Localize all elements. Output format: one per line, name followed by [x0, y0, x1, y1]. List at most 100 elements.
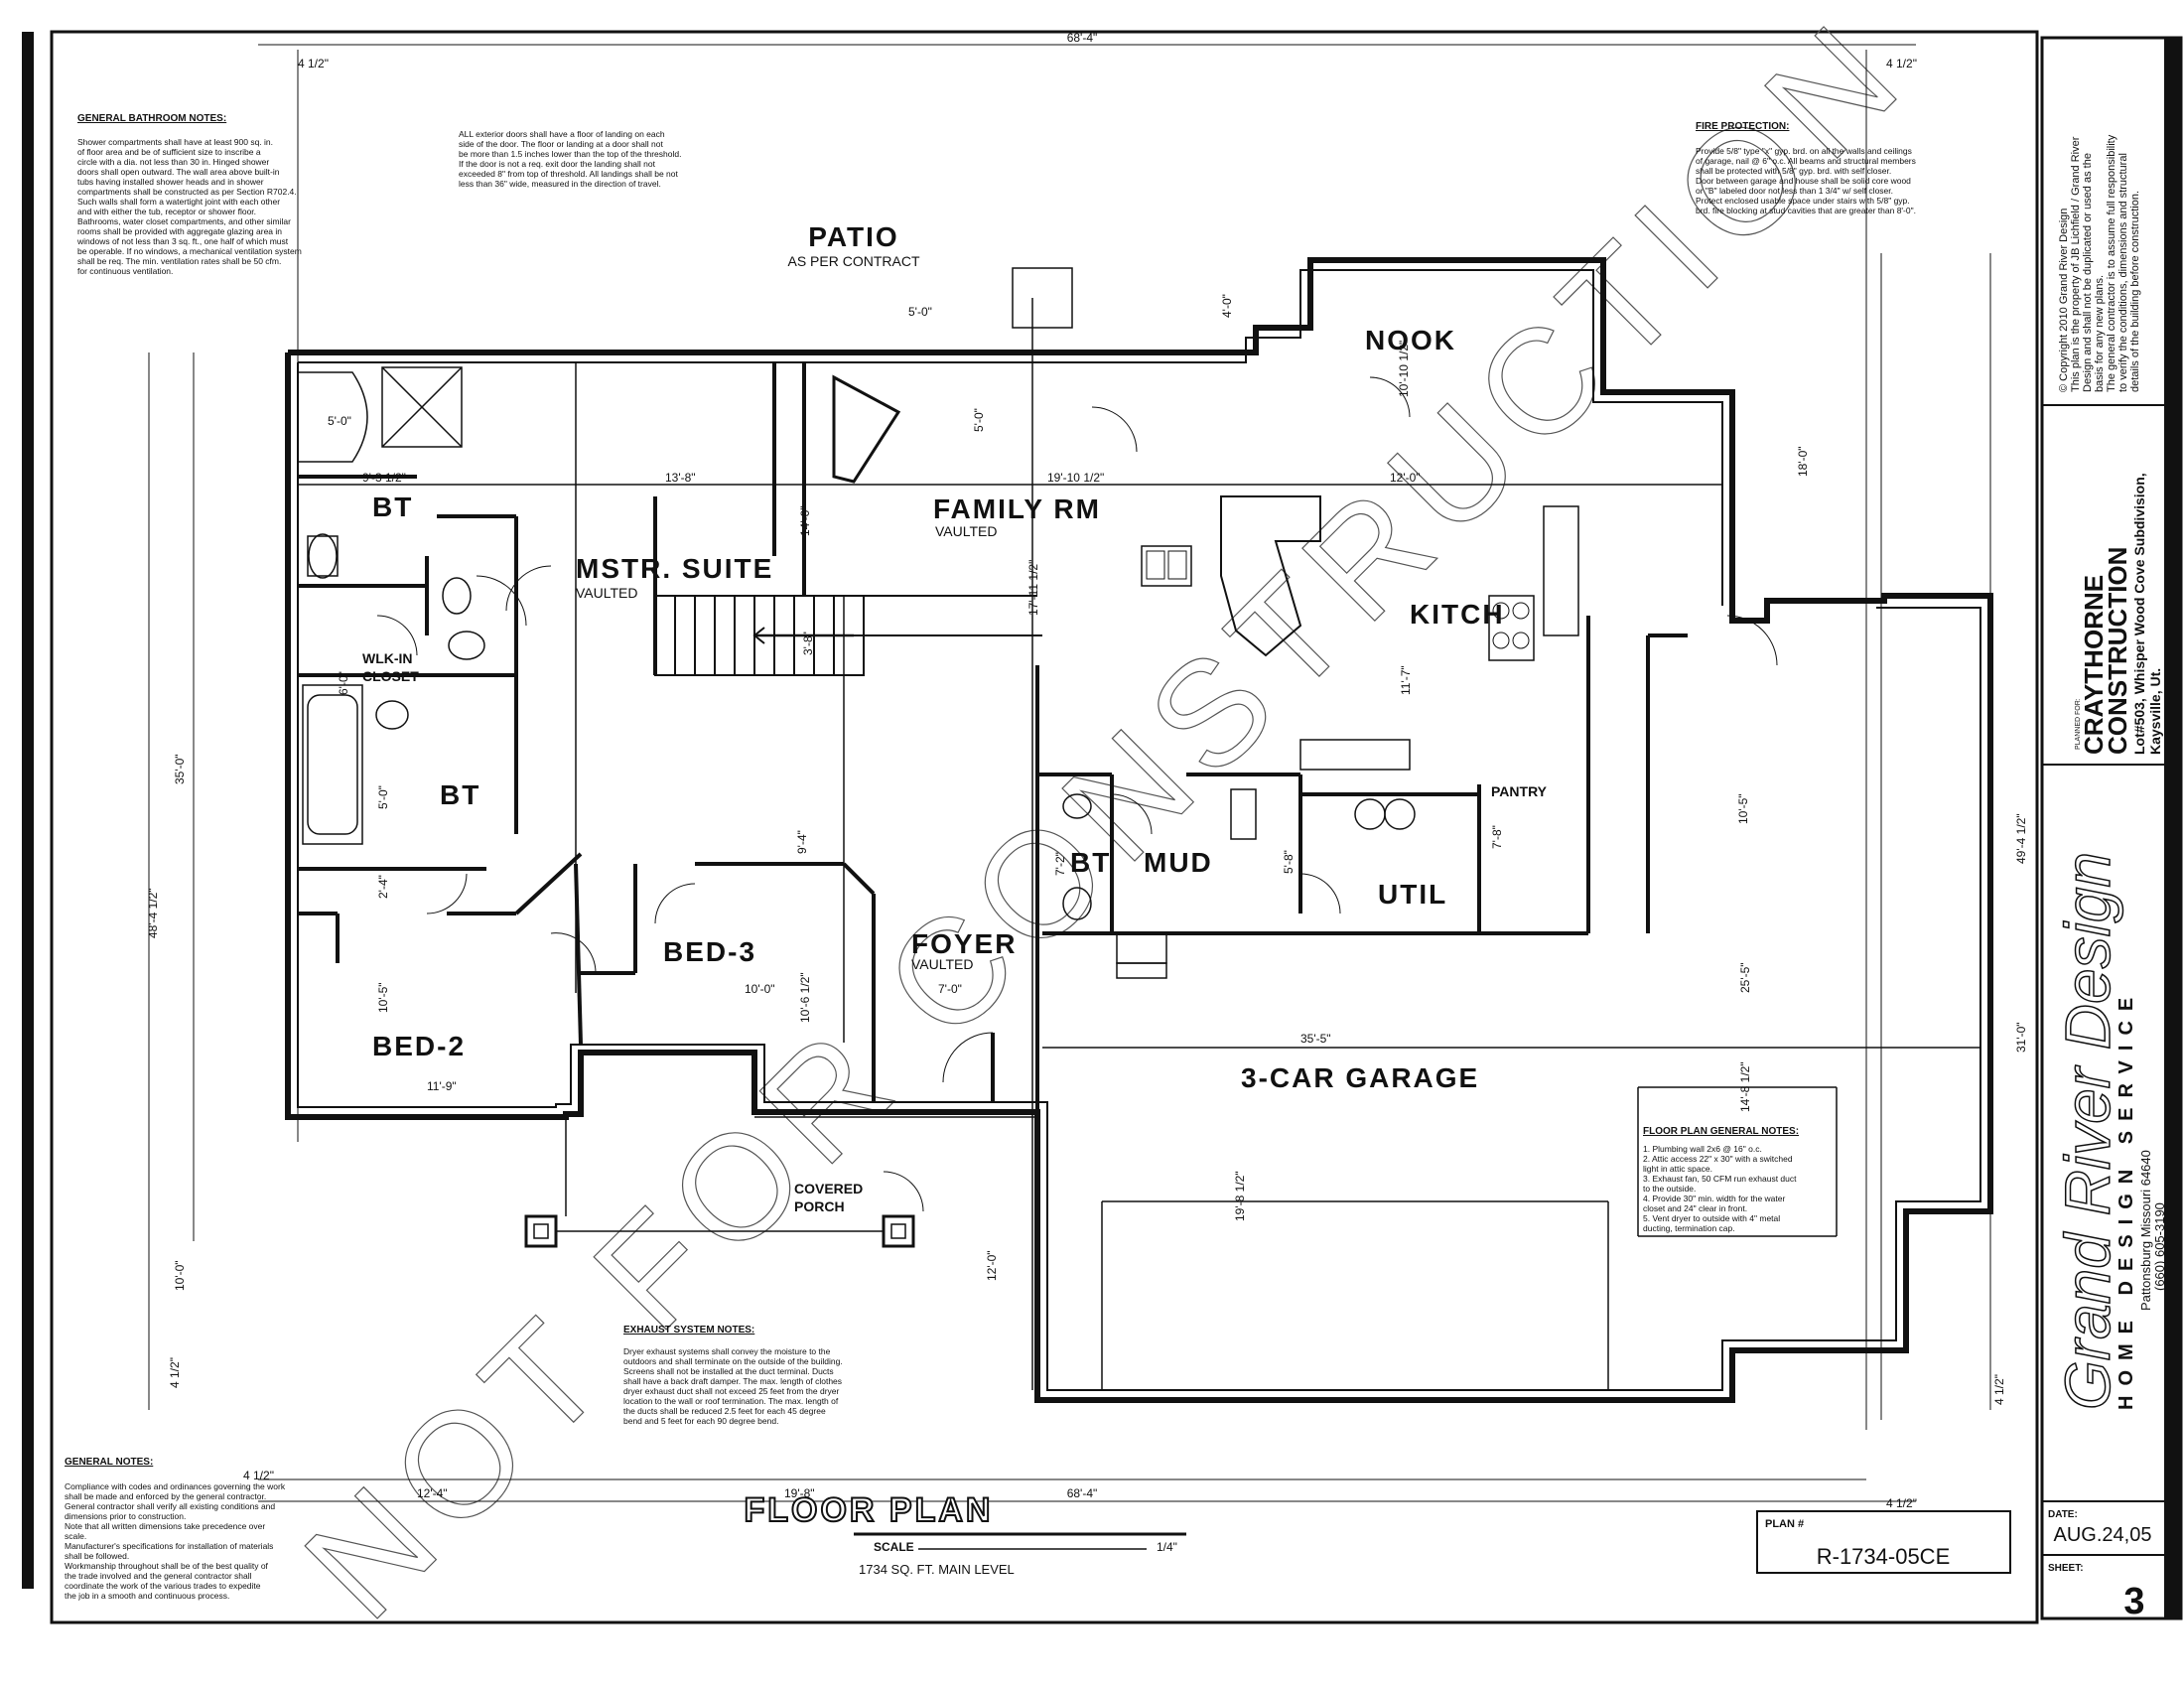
dim-140: 14'-0"	[798, 505, 812, 536]
stairs	[654, 595, 1042, 676]
note-line: Manufacturer's specifications for instal…	[65, 1541, 273, 1551]
brand-tagline: HOME DESIGN SERVICE	[2116, 988, 2137, 1410]
room-bt-master: BT	[372, 492, 413, 522]
dim-tl: 4 1/2"	[298, 57, 329, 70]
room-patio-sub: AS PER CONTRACT	[787, 253, 919, 269]
note-line: to verify the conditions, dimensions and…	[2117, 153, 2129, 392]
room-walkin-2: CLOSET	[362, 668, 419, 684]
notes-exterior-doors: ALL exterior doors shall have a floor of…	[459, 129, 681, 189]
room-master-suite-sub: VAULTED	[576, 585, 638, 601]
note-line: to the outside.	[1643, 1184, 1696, 1194]
dim-354: 35'-0"	[173, 754, 187, 784]
dim-50b: 5'-0"	[376, 785, 390, 809]
dim-60: 6'-0"	[337, 671, 350, 695]
note-line: Shower compartments shall have at least …	[77, 137, 273, 147]
dim-bottom-overall: 68'-4"	[1067, 1486, 1098, 1500]
note-line: side of the door. The floor or landing a…	[459, 139, 664, 149]
dim-bl-a: 4 1/2"	[243, 1469, 274, 1482]
notes-exhaust: Dryer exhaust systems shall convey the m…	[623, 1346, 843, 1426]
date-value: AUG.24,05	[2054, 1524, 2152, 1546]
client-lot: Lot#503, Whisper Wood Cove Subdivision,	[2131, 473, 2147, 755]
dim-50v: 5'-0"	[972, 408, 986, 432]
note-line: Dryer exhaust systems shall convey the m…	[623, 1346, 831, 1356]
notes-general: Compliance with codes and ordinances gov…	[65, 1481, 286, 1601]
client-name-2: CONSTRUCTION	[2103, 547, 2132, 755]
dim-1486: 14'-8 1/2"	[1738, 1061, 1752, 1112]
note-line: rooms shall be provided with aggregate g…	[77, 226, 282, 236]
brand-phone: (660) 605-3190	[2152, 1202, 2167, 1291]
dim-24: 2'-4"	[376, 875, 390, 899]
dim-1982: 19'-8 1/2"	[1233, 1171, 1247, 1221]
left-binding-strip	[22, 32, 34, 1589]
room-bt-mud: BT	[1070, 847, 1111, 878]
notes-bathroom-heading: GENERAL BATHROOM NOTES:	[77, 113, 226, 124]
dim-124: 12'-4"	[417, 1486, 448, 1500]
room-porch-1: COVERED	[794, 1181, 863, 1196]
room-util: UTIL	[1378, 879, 1447, 910]
bath-fixtures	[297, 366, 1416, 920]
room-garage: 3-CAR GARAGE	[1241, 1062, 1479, 1093]
dim-4914: 49'-4 1/2"	[2014, 813, 2028, 864]
room-patio: PATIO	[808, 221, 898, 252]
notes-bathroom: Shower compartments shall have at least …	[76, 137, 302, 276]
room-foyer: FOYER	[911, 928, 1017, 959]
notes-exhaust-heading: EXHAUST SYSTEM NOTES:	[623, 1325, 754, 1336]
dim-top-overall: 68'-4"	[1067, 31, 1098, 45]
exterior-walls	[285, 257, 1993, 1403]
notes-floor-plan: 1. Plumbing wall 2x6 @ 16" o.c.2. Attic …	[1643, 1144, 1797, 1233]
dim-117: 11'-7"	[1399, 665, 1413, 695]
note-line: Screens shall not be installed at the du…	[623, 1366, 834, 1376]
dim-94: 9'-4"	[795, 830, 809, 854]
note-line: shall be followed.	[65, 1551, 129, 1561]
note-line: 1. Plumbing wall 2x6 @ 16" o.c.	[1643, 1144, 1762, 1154]
dim-120: 12'-0"	[1390, 471, 1421, 485]
dim-72: 7'-2"	[1053, 852, 1067, 876]
note-line: location to the wall or roof termination…	[623, 1396, 839, 1406]
sheet-border	[50, 30, 2039, 1624]
note-line: 3. Exhaust fan, 50 CFM run exhaust duct	[1643, 1174, 1797, 1184]
note-line: doors shall open outward. The wall area …	[77, 167, 280, 177]
note-line: Protect enclosed usable space under stai…	[1696, 196, 1910, 206]
client-name-1: CRAYTHORNE	[2079, 575, 2109, 755]
note-line: the job in a smooth and continuous proce…	[65, 1591, 229, 1601]
note-line: be more than 1.5 inches lower than the t…	[459, 149, 681, 159]
note-line: and with either the tub, receptor or sho…	[77, 207, 256, 216]
note-line: If the door is not a req. exit door the …	[459, 159, 656, 169]
note-line: ducting, termination cap.	[1643, 1223, 1735, 1233]
note-line: shall be made and enforced by the genera…	[65, 1491, 266, 1501]
note-line: the ducts shall be reduced 2.5 feet for …	[623, 1406, 826, 1416]
dim-70: 7'-0"	[938, 982, 962, 996]
plan-title: FLOOR PLAN	[745, 1491, 994, 1529]
note-line: Provide 5/8" type "x" gyp. brd. on all t…	[1696, 146, 1912, 156]
note-line: tubs having installed shower heads and i…	[77, 177, 264, 187]
dim-1069: 10'-6 1/2"	[798, 972, 812, 1023]
note-line: General contractor shall verify all exis…	[65, 1501, 275, 1511]
note-line: This plan is the property of JB Lichfiel…	[2070, 136, 2082, 392]
note-line: outdoors and shall terminate on the outs…	[623, 1356, 843, 1366]
note-line: Compliance with codes and ordinances gov…	[65, 1481, 286, 1491]
room-pantry: PANTRY	[1491, 783, 1548, 799]
room-master-suite: MSTR. SUITE	[576, 553, 773, 584]
dim-78: 7'-8"	[1490, 825, 1504, 849]
room-kitchen: KITCH	[1410, 599, 1505, 630]
dim-100b: 10'-0"	[173, 1260, 187, 1291]
note-line: windows of not less than 3 sq. ft., one …	[76, 236, 289, 246]
room-family: FAMILY RM	[933, 493, 1101, 524]
dim-4814: 48'-4 1/2"	[146, 888, 160, 938]
date-label: DATE:	[2048, 1509, 2078, 1520]
note-line: basis for any new plans.	[2094, 275, 2106, 392]
dim-58: 5'-8"	[1282, 850, 1296, 874]
plan-number-box	[1756, 1510, 2011, 1574]
note-line: Workmanship throughout shall be of the b…	[65, 1561, 269, 1571]
dim-935: 9'-3 1/2"	[362, 471, 406, 485]
dim-310: 31'-0"	[2014, 1022, 2028, 1053]
note-line: less than 36" wide, measured in the dire…	[459, 179, 661, 189]
dim-tub: 5'-0"	[328, 414, 351, 428]
note-line: Bathrooms, water closet compartments, an…	[77, 216, 291, 226]
dim-br: 4 1/2"	[1886, 1496, 1917, 1510]
dim-1010: 10'-10 1/2"	[1397, 341, 1411, 397]
note-line: dryer exhaust duct shall not exceed 25 f…	[623, 1386, 840, 1396]
dim-255: 25'-5"	[1738, 962, 1752, 993]
room-nook: NOOK	[1365, 325, 1456, 355]
note-line: for continuous ventilation.	[77, 266, 173, 276]
